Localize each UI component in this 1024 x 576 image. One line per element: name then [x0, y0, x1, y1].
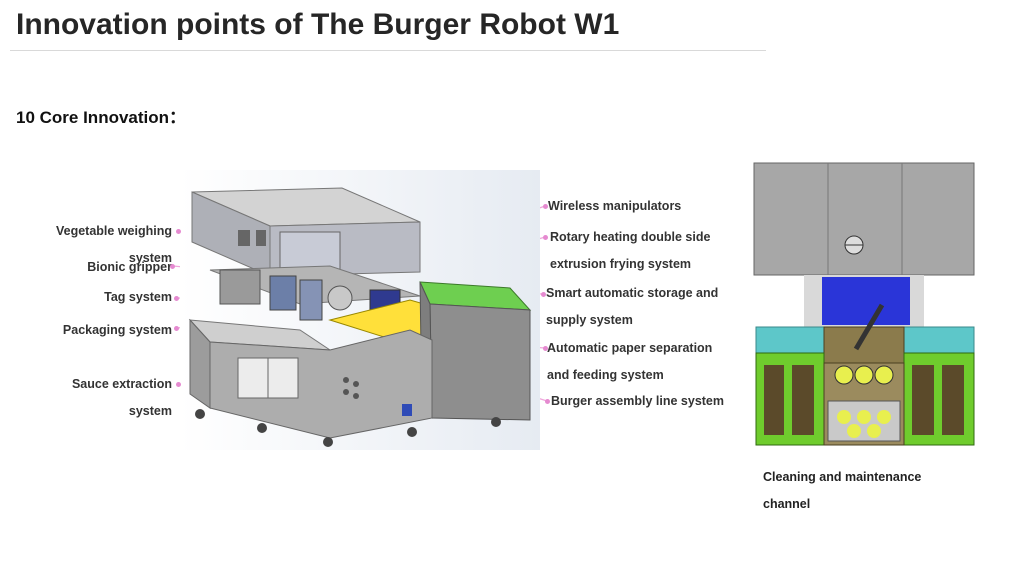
- caption-line: Cleaning and maintenance: [763, 470, 922, 484]
- label-assembly-line: Burger assembly line system: [551, 388, 751, 415]
- label-line: Burger assembly line system: [551, 394, 724, 408]
- label-rotary-heating: Rotary heating double side extrusion fry…: [550, 224, 750, 278]
- section-subtitle: 10 Core Innovation：: [16, 108, 187, 127]
- label-smart-storage: Smart automatic storage and supply syste…: [546, 280, 746, 334]
- label-line: Smart automatic storage and: [546, 286, 719, 300]
- label-line: Vegetable weighing: [56, 224, 172, 238]
- callout-dot: [541, 292, 546, 297]
- callout-dot: [543, 346, 548, 351]
- label-sauce-extraction: Sauce extraction system: [28, 371, 172, 425]
- label-packaging-system: Packaging system: [28, 317, 172, 344]
- label-line: supply system: [546, 313, 633, 327]
- label-line: and feeding system: [547, 368, 664, 382]
- callout-dot: [176, 382, 181, 387]
- label-line: system: [128, 404, 172, 418]
- page-title: Innovation points of The Burger Robot W1: [16, 8, 620, 41]
- callout-dot: [543, 235, 548, 240]
- title-divider: [10, 50, 766, 51]
- callout-dot: [174, 296, 179, 301]
- label-line: Automatic paper separation: [547, 341, 713, 355]
- callout-dot: [545, 399, 550, 404]
- callout-dot: [170, 264, 175, 269]
- label-line: Tag system: [104, 290, 172, 304]
- label-line: Wireless manipulators: [548, 199, 682, 213]
- callout-dot: [176, 229, 181, 234]
- caption-line: channel: [763, 497, 811, 511]
- callout-dot: [543, 204, 548, 209]
- label-vegetable-weighing: Vegetable weighing: [28, 218, 172, 245]
- label-line: Sauce extraction: [71, 377, 172, 391]
- label-bionic-gripper: Bionic gripper: [28, 254, 172, 281]
- label-line: Bionic gripper: [87, 260, 172, 274]
- label-wireless-manipulators: Wireless manipulators: [548, 193, 748, 220]
- caption-cleaning-channel: Cleaning and maintenance channel: [763, 464, 921, 518]
- label-tag-system: Tag system: [28, 284, 172, 311]
- label-line: Packaging system: [62, 323, 172, 337]
- callout-dot: [174, 326, 179, 331]
- label-line: extrusion frying system: [550, 257, 692, 271]
- label-line: Rotary heating double side: [550, 230, 711, 244]
- cleaning-channel-illustration: [752, 155, 978, 453]
- burger-robot-illustration: [180, 170, 540, 450]
- label-vegetable-weighing-cont: system: [28, 245, 172, 272]
- label-paper-separation: Automatic paper separation and feeding s…: [547, 335, 747, 389]
- label-line: system: [128, 251, 172, 265]
